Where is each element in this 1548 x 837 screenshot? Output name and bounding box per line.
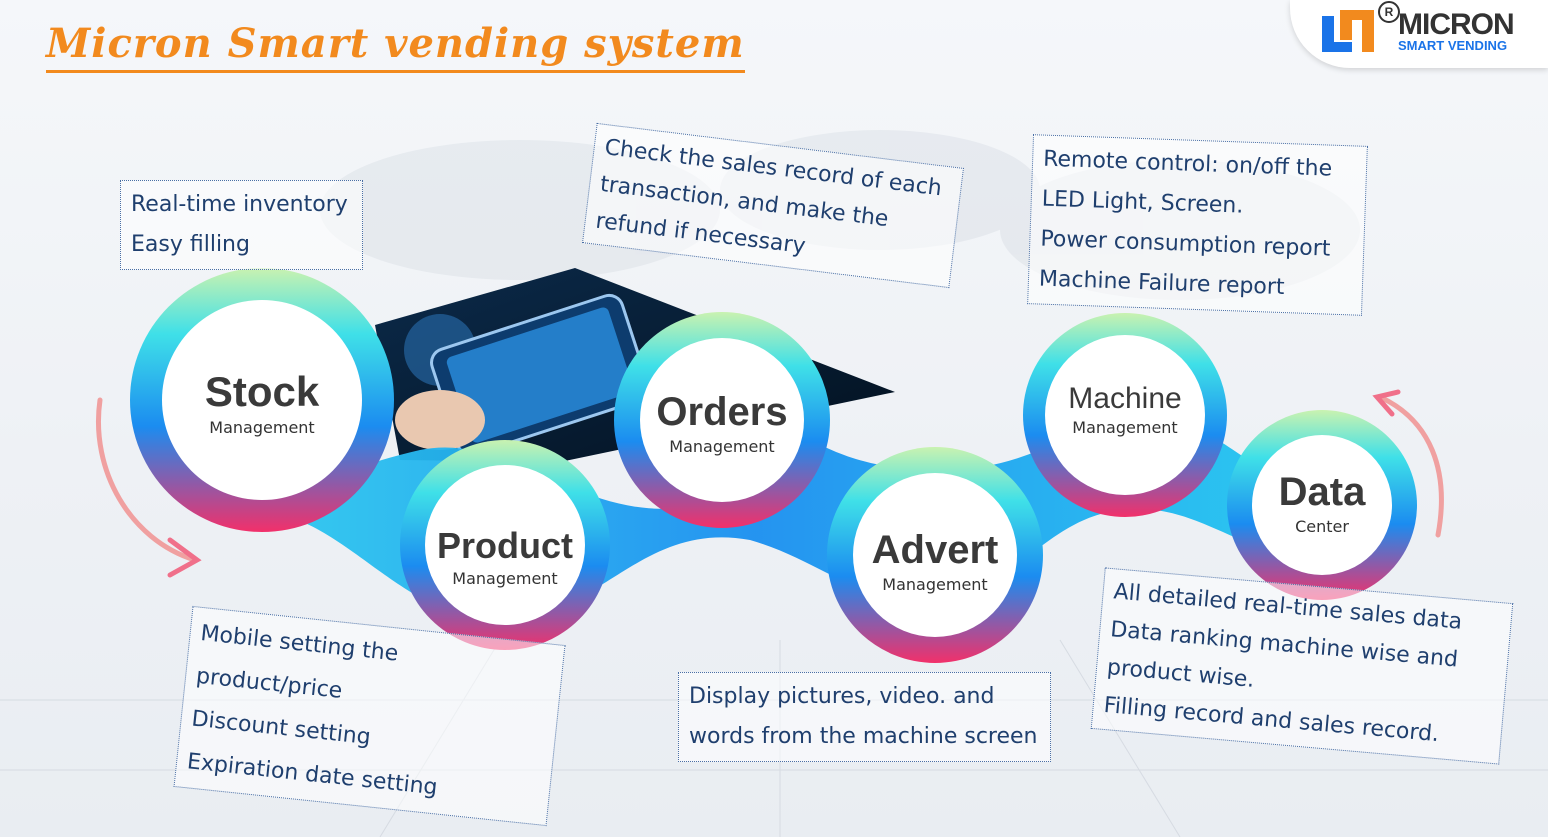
node-subtitle: Management bbox=[1072, 418, 1178, 437]
node-product: Product Management bbox=[415, 525, 595, 588]
node-orders: Orders Management bbox=[632, 390, 812, 456]
note-line: Real-time inventory bbox=[131, 192, 348, 217]
node-title: Advert bbox=[871, 528, 999, 572]
node-subtitle: Management bbox=[452, 569, 558, 588]
node-title: Orders bbox=[656, 390, 788, 434]
note-line: words from the machine screen bbox=[689, 724, 1038, 749]
node-title: Data bbox=[1278, 470, 1366, 514]
note-advert: Display pictures, video. and words from … bbox=[678, 672, 1051, 762]
node-stock: Stock Management bbox=[162, 368, 362, 437]
node-subtitle: Center bbox=[1295, 517, 1349, 536]
node-machine: Machine Management bbox=[1035, 382, 1215, 437]
node-subtitle: Management bbox=[882, 575, 988, 594]
note-stock: Real-time inventory Easy filling bbox=[120, 180, 363, 270]
micron-logo-icon bbox=[1322, 10, 1374, 52]
registered-mark: R bbox=[1378, 1, 1400, 23]
node-title: Stock bbox=[204, 368, 320, 415]
node-subtitle: Management bbox=[209, 418, 315, 437]
node-advert: Advert Management bbox=[845, 528, 1025, 594]
node-title: Machine bbox=[1068, 382, 1182, 415]
logo-tagline: SMART VENDING bbox=[1398, 38, 1508, 53]
note-product: Mobile setting the product/price Discoun… bbox=[173, 605, 566, 827]
note-machine: Remote control: on/off the LED Light, Sc… bbox=[1027, 134, 1368, 316]
note-line: Easy filling bbox=[131, 232, 250, 257]
right-cycle-arrow bbox=[1377, 394, 1444, 538]
node-title: Product bbox=[436, 525, 573, 566]
left-cycle-arrow bbox=[96, 397, 198, 563]
logo-name: MICRON bbox=[1398, 8, 1515, 41]
page-title: Micron Smart vending system bbox=[46, 20, 745, 73]
node-subtitle: Management bbox=[669, 437, 775, 456]
note-line: Display pictures, video. and bbox=[689, 684, 995, 709]
micron-logo: R MICRON SMART VENDING bbox=[1290, 0, 1548, 68]
node-data: Data Center bbox=[1252, 470, 1392, 536]
